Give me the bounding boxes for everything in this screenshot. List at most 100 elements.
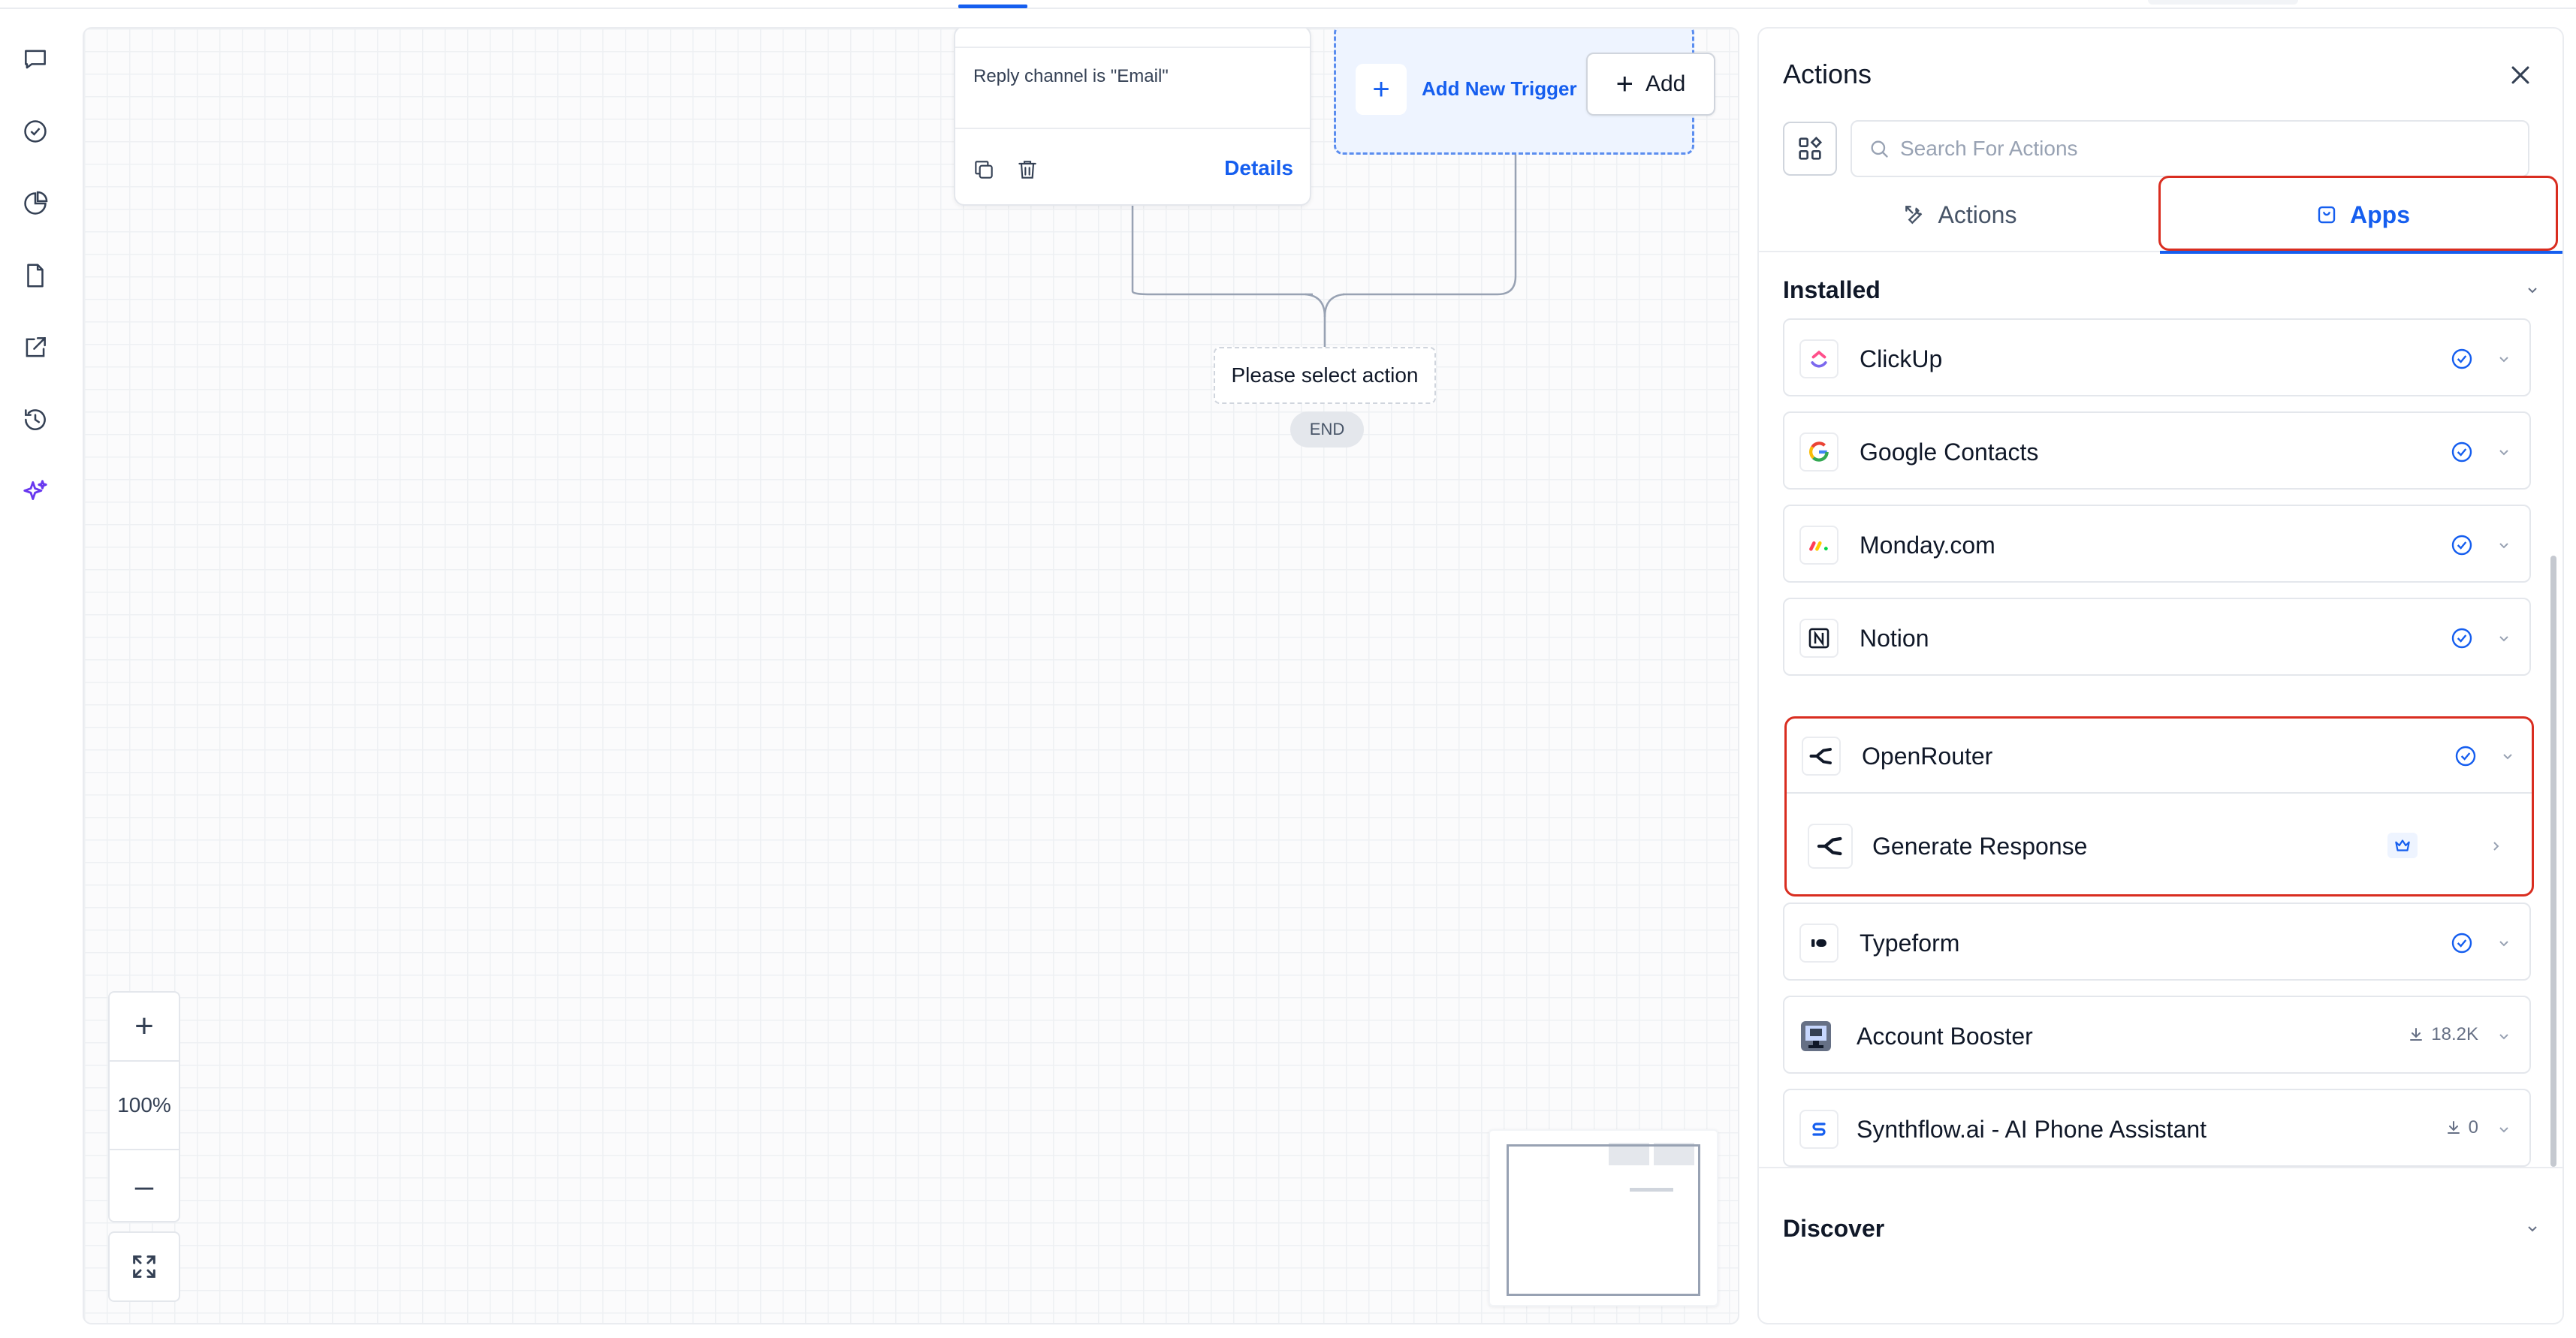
active-tab-indicator [958,5,1027,8]
node-footer: Details [955,131,1310,206]
flow-connector [1131,155,1517,347]
app-row-openrouter[interactable]: OpenRouter Generate Response [1784,716,2534,897]
zoom-controls: + 100% – [108,991,180,1222]
search-box[interactable] [1851,120,2529,177]
notion-logo-icon [1799,619,1838,658]
panel-title: Actions [1783,59,1872,89]
crown-icon [2387,833,2418,858]
grid-view-button[interactable] [1783,122,1837,176]
top-bar-pill [2148,0,2298,5]
app-row-synthflow[interactable]: Synthflow.ai - AI Phone Assistant 0 [1783,1089,2531,1167]
openrouter-header[interactable]: OpenRouter [1787,719,2532,794]
check-circle-icon[interactable] [17,113,54,150]
end-node: END [1290,411,1364,448]
left-rail [0,11,69,1338]
external-link-icon[interactable] [17,329,54,366]
download-icon [2447,1121,2460,1134]
discover-section-header[interactable]: Discover [1783,1206,2541,1251]
condition-text: Reply channel is "Email" [955,47,1310,129]
download-count-value: 18.2K [2431,1024,2478,1044]
ai-sparkle-icon[interactable] [17,473,54,511]
add-new-trigger-link[interactable]: Add New Trigger [1422,77,1577,100]
installed-check-icon [2451,441,2472,463]
shopping-bag-icon [2318,206,2336,224]
openrouter-logo-icon [1802,737,1841,776]
download-count: 18.2K [2407,1024,2478,1045]
monday-logo-icon [1799,526,1838,565]
installed-check-icon [2451,628,2472,649]
plus-icon: + [1615,67,1633,101]
openrouter-logo-icon [1808,824,1853,869]
chevron-down-icon [2499,357,2508,363]
close-icon[interactable] [2504,59,2537,92]
add-button[interactable]: + Add [1586,53,1715,116]
minimap-viewport[interactable] [1507,1144,1700,1296]
fit-view-button[interactable] [108,1231,180,1302]
chevron-down-icon [2499,1127,2508,1133]
app-row-account-booster[interactable]: Account Booster 18.2K [1783,996,2531,1074]
details-link[interactable]: Details [1224,156,1293,179]
history-icon[interactable] [17,401,54,438]
chevron-down-icon [2499,636,2508,642]
minimap[interactable] [1489,1129,1718,1306]
sub-action-generate-response[interactable]: Generate Response [1787,795,2532,897]
panel-scrollbar[interactable] [2550,556,2556,1167]
chevron-down-icon [2499,941,2508,947]
minimap-node [1654,1143,1694,1165]
add-button-label: Add [1645,71,1686,96]
tools-icon [1905,206,1922,225]
app-name: Account Booster [1857,1023,2033,1050]
installed-check-icon [2455,746,2476,767]
app-row-google-contacts[interactable]: Google Contacts [1783,411,2531,490]
chevron-down-icon [2499,1034,2508,1040]
app-row-notion[interactable]: Notion [1783,598,2531,676]
minimap-node [1630,1188,1673,1192]
download-count-value: 0 [2468,1117,2478,1138]
chevron-down-icon [2499,543,2508,549]
zoom-out-button[interactable]: – [134,1168,154,1204]
app-name: Google Contacts [1860,438,2039,466]
tab-active-underline [2160,251,2562,254]
tab-apps[interactable]: Apps [2160,177,2562,254]
chevron-down-icon [2528,288,2537,294]
installed-section-header[interactable]: Installed [1783,267,2541,312]
condition-node[interactable]: Reply channel is "Email" Details [954,29,1311,206]
chevron-down-icon [2528,1226,2537,1232]
copy-icon[interactable] [970,156,997,183]
chevron-down-icon [2503,754,2512,760]
chat-icon[interactable] [17,41,54,78]
download-icon [2410,1028,2423,1041]
app-name: OpenRouter [1862,743,1993,770]
installed-check-icon [2451,535,2472,556]
clickup-logo-icon [1799,339,1838,378]
app-name: Monday.com [1860,532,1995,559]
grid-icon [1799,136,1823,160]
select-action-node[interactable]: Please select action [1214,347,1436,404]
app-row-monday[interactable]: Monday.com [1783,505,2531,583]
search-input[interactable] [1900,137,2516,161]
trash-icon[interactable] [1014,156,1041,183]
workflow-canvas[interactable]: Reply channel is "Email" Details + Add N… [83,27,1739,1324]
app-name: Synthflow.ai - AI Phone Assistant [1857,1116,2207,1143]
tab-apps-label: Apps [2350,200,2410,228]
panel-tabs: Actions Apps [1759,177,2562,254]
document-icon[interactable] [17,257,54,294]
zoom-level: 100% [110,1062,179,1150]
tab-actions[interactable]: Actions [1759,177,2160,252]
app-name: Typeform [1860,930,1960,957]
chevron-right-icon [2493,842,2499,851]
plus-icon[interactable]: + [1356,64,1407,115]
tab-actions-label: Actions [1938,200,2017,228]
app-row-clickup[interactable]: ClickUp [1783,318,2531,396]
discover-header-label: Discover [1783,1214,1885,1242]
pie-chart-icon[interactable] [17,185,54,222]
section-divider [1759,1167,2562,1168]
synthflow-logo-icon [1799,1110,1838,1149]
installed-check-icon [2451,348,2472,369]
top-bar [0,0,2576,9]
app-name: Notion [1860,625,1929,652]
zoom-in-button[interactable]: + [110,993,179,1062]
chevron-down-icon [2499,450,2508,456]
app-name: ClickUp [1860,345,1943,372]
app-row-typeform[interactable]: Typeform [1783,903,2531,981]
